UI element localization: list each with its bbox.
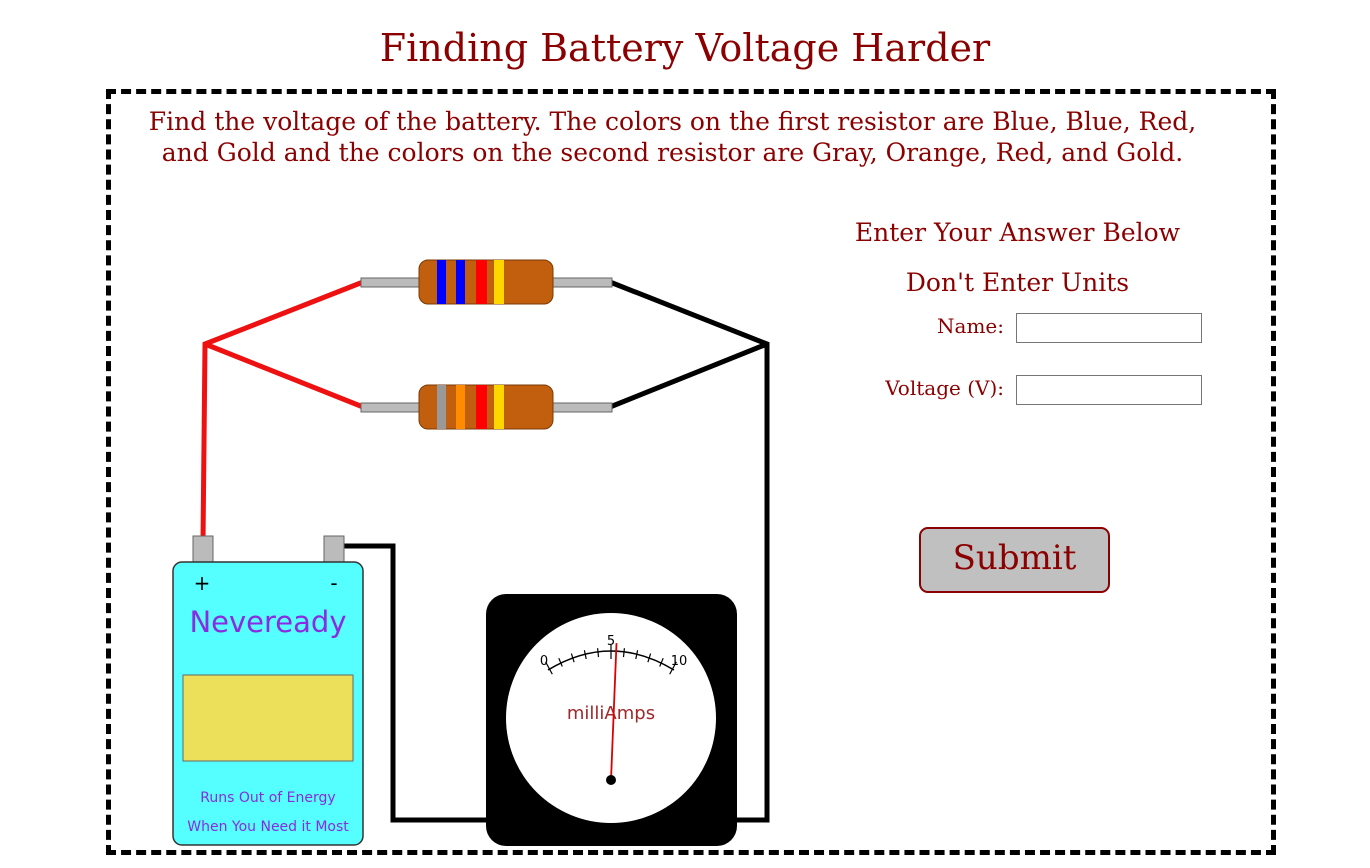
battery: + - Neveready Runs Out of Energy When Yo… [172, 535, 364, 846]
battery-plus-terminal [192, 535, 214, 565]
resistor-2-lead-right [547, 402, 613, 413]
ammeter-ticks [545, 645, 677, 675]
submit-button[interactable]: Submit [919, 527, 1110, 593]
ammeter-tick-5: 5 [607, 634, 615, 649]
ammeter-tick-mark [545, 661, 553, 675]
ammeter-tick-mark [597, 648, 600, 658]
ammeter-tick-mark [669, 661, 677, 675]
ammeter-tick-mark [622, 648, 625, 658]
ammeter-tick-mark [659, 657, 664, 667]
name-label: Name: [937, 314, 1004, 338]
battery-minus-terminal [323, 535, 345, 565]
negative-wire-branch [609, 341, 768, 410]
name-input[interactable] [1016, 313, 1202, 343]
resistor-2-band-2 [456, 385, 465, 429]
resistor-2-band-4 [494, 385, 504, 429]
voltage-label: Voltage (V): [885, 376, 1004, 400]
positive-wire [200, 279, 364, 543]
battery-tagline-2: When You Need it Most [187, 819, 349, 835]
page-title: Finding Battery Voltage Harder [379, 26, 991, 70]
ammeter-tick-mark [647, 653, 652, 663]
resistor-1-band-4 [494, 260, 504, 304]
negative-wire-top [609, 279, 770, 823]
ammeter-tick-mark [583, 650, 587, 660]
ammeter: 0 5 10 milliAmps [486, 594, 737, 846]
battery-tagline-1: Runs Out of Energy [200, 790, 335, 806]
ammeter-tick-0: 0 [540, 654, 548, 669]
battery-plus-symbol: + [194, 571, 211, 595]
battery-minus-wire [344, 543, 490, 823]
ammeter-unit-label: milliAmps [567, 703, 655, 724]
resistor-2-band-1 [437, 385, 446, 429]
resistor-1-band-2 [456, 260, 465, 304]
answer-heading: Enter Your Answer Below [854, 218, 1181, 247]
ammeter-tick-mark [635, 650, 639, 660]
battery-brand: Neveready [189, 605, 346, 639]
ammeter-tick-10: 10 [671, 654, 688, 669]
resistor-1 [360, 259, 613, 305]
content-frame [106, 89, 1276, 855]
ammeter-tick-mark [558, 657, 563, 667]
battery-minus-symbol: - [330, 571, 337, 595]
voltage-input[interactable] [1016, 375, 1202, 405]
resistor-1-band-1 [437, 260, 446, 304]
ammeter-tick-mark [570, 653, 575, 663]
resistor-2-band-3 [476, 385, 487, 429]
battery-label-panel [182, 674, 354, 762]
resistor-1-lead-left [360, 277, 426, 288]
resistor-1-lead-right [547, 277, 613, 288]
ammeter-dial [506, 613, 716, 823]
resistor-2-lead-left [360, 402, 426, 413]
resistor-1-band-3 [476, 260, 487, 304]
positive-wire-branch [204, 341, 364, 410]
instructions-text: Find the voltage of the battery. The col… [148, 107, 1197, 167]
units-note: Don't Enter Units [905, 268, 1130, 297]
ammeter-pivot [606, 775, 616, 785]
resistor-2 [360, 384, 613, 430]
ammeter-needle [610, 643, 618, 781]
